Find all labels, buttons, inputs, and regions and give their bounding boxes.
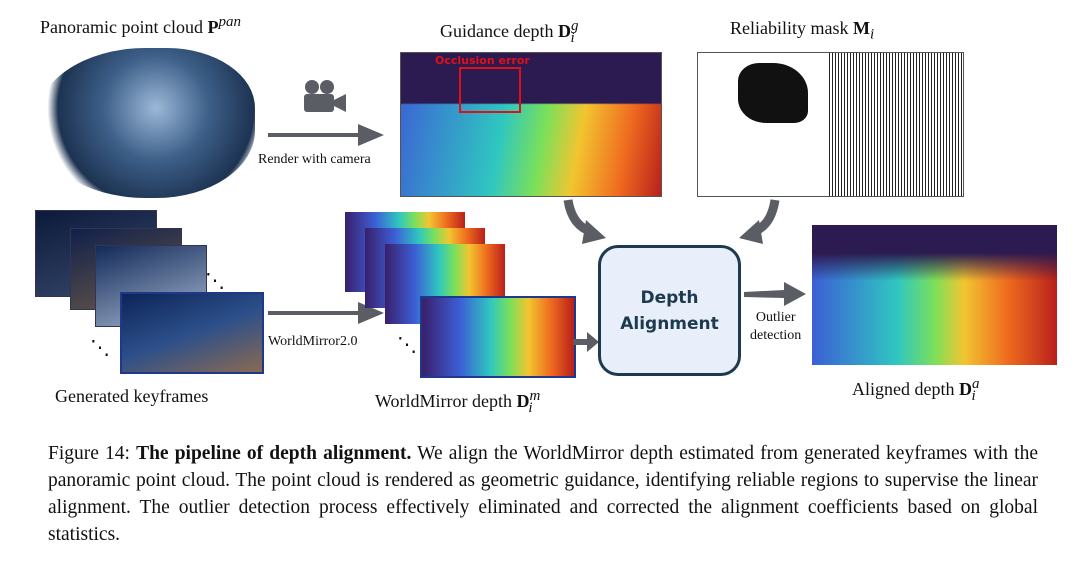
aligned-depth-image: [812, 225, 1057, 365]
occlusion-label: Occlusion error: [435, 54, 530, 67]
reliability-mask-title: Reliability mask Mi: [730, 18, 875, 43]
figure-caption: Figure 14: The pipeline of depth alignme…: [48, 443, 1038, 545]
occlusion-box: [459, 67, 521, 113]
guidance-depth-image: Occlusion error: [400, 52, 662, 197]
guidance-depth-title: Guidance depth Dgi: [440, 18, 579, 46]
wm-depth-label: WorldMirror depth Dmi: [375, 388, 541, 416]
ellipsis: ⋱: [90, 337, 110, 359]
keyframes-label: Generated keyframes: [55, 386, 209, 406]
guidance-to-box-arrow: [563, 199, 606, 244]
ellipsis: ⋱: [397, 334, 417, 356]
wm-depth-main: [420, 296, 576, 378]
mask-to-box-arrow: [739, 199, 780, 244]
video-camera-icon: [304, 80, 346, 112]
outlier-arrow: [744, 282, 806, 306]
point-cloud-title: Panoramic point cloud Ppan: [40, 14, 241, 37]
aligned-depth-label: Aligned depth Dai: [852, 376, 980, 404]
worldmirror-arrow: [268, 302, 384, 324]
point-cloud-image: [35, 48, 255, 198]
depth-to-box-arrow: [573, 332, 599, 352]
render-arrow: [268, 124, 384, 146]
reliability-mask-image: [697, 52, 964, 197]
ellipsis: ⋱: [205, 270, 225, 292]
worldmirror-model-label: WorldMirror2.0: [268, 334, 358, 349]
render-label: Render with camera: [258, 152, 371, 167]
keyframe-main: [120, 292, 264, 374]
